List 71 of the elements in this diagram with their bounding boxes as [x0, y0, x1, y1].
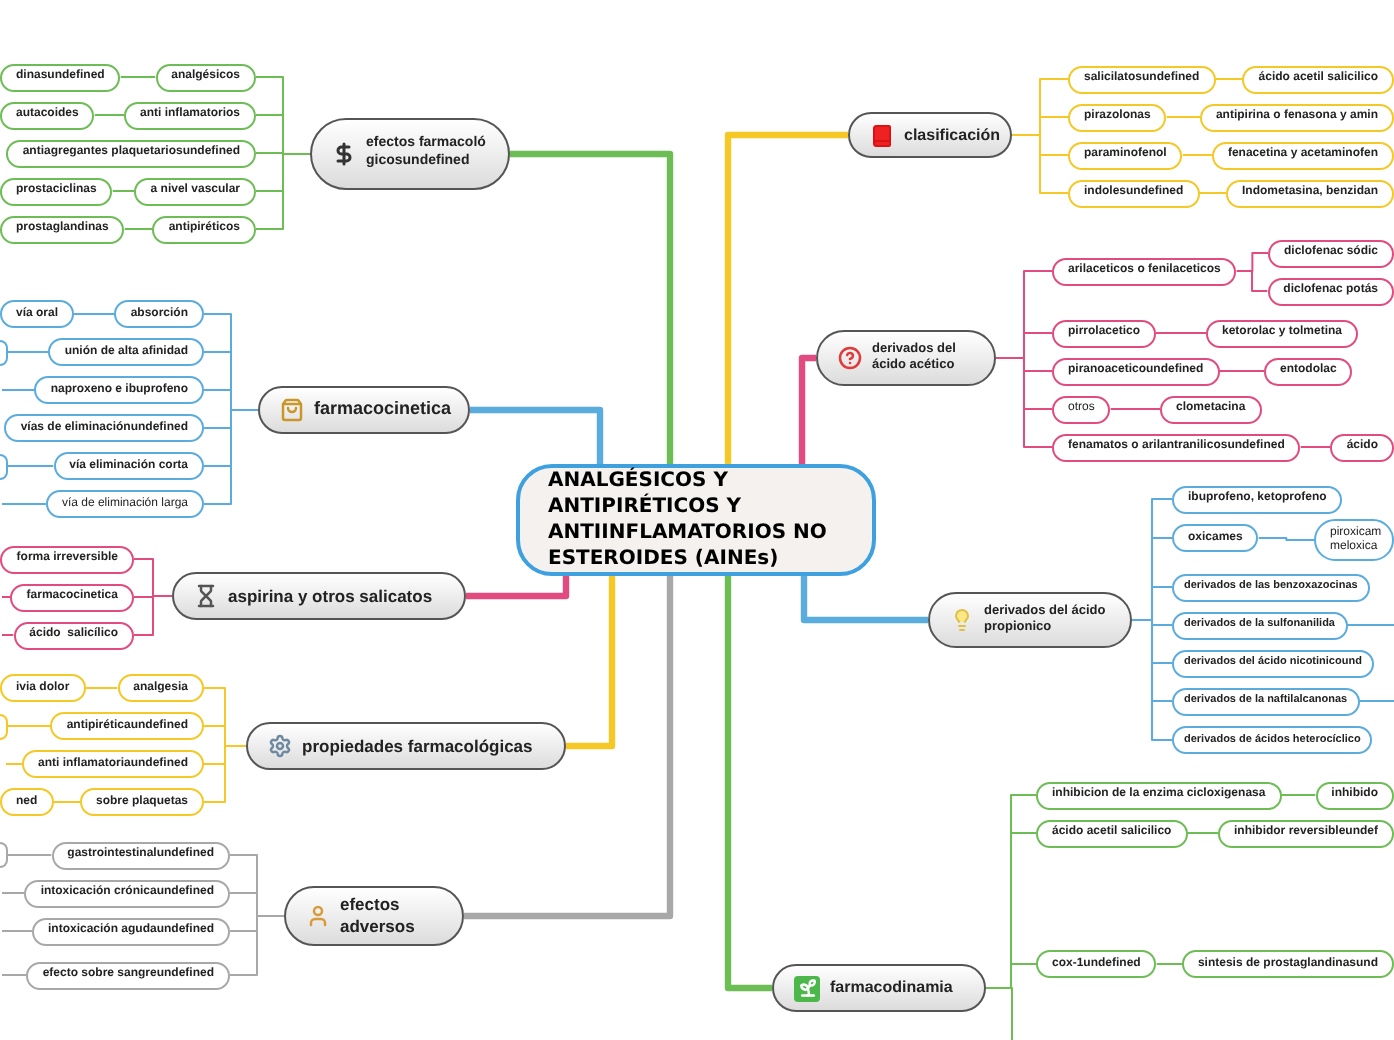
connector-line — [995, 357, 1053, 448]
connector-line — [1257, 537, 1315, 541]
cut-off-box — [0, 453, 8, 479]
connector-line — [7, 351, 50, 353]
branch-topic — [816, 330, 996, 386]
connector-line — [1, 974, 28, 976]
branch-topic — [172, 572, 466, 620]
branch-topic — [772, 964, 986, 1012]
connector-line — [111, 190, 136, 192]
connector-line — [203, 745, 247, 803]
branch-topic — [258, 386, 470, 434]
branch-topic — [848, 112, 1012, 158]
connector-line — [985, 987, 1013, 1040]
branch-topic — [284, 886, 464, 946]
topic-label: efectos adversos — [340, 894, 417, 938]
connector-line — [7, 465, 55, 467]
branch-topic — [246, 722, 566, 770]
connector-line — [7, 725, 52, 727]
connector-line — [470, 406, 604, 464]
connector-line — [1218, 370, 1265, 372]
connector-line — [800, 576, 928, 624]
connector-line — [1280, 794, 1317, 796]
connector-line — [1011, 134, 1069, 194]
topic-label: farmacodinamia — [830, 978, 953, 998]
connector-line — [724, 576, 772, 992]
connector-line — [123, 228, 154, 230]
connector-line — [724, 131, 848, 464]
cut-off-box — [0, 339, 8, 365]
connector-line — [7, 854, 53, 856]
cut-off-box — [0, 842, 8, 868]
connector-line — [1109, 408, 1161, 410]
connector-line — [1181, 154, 1213, 156]
connector-line — [133, 595, 173, 636]
connector-line — [1214, 78, 1244, 80]
connector-line — [1358, 700, 1394, 702]
central-topic: ANALGÉSICOS Y ANTIPIRÉTICOS Y ANTIINFLAMATORIOS NO ESTEROIDES (AINEs) — [516, 464, 876, 576]
topic-label: propiedades farmacológicas — [302, 735, 533, 757]
topic-label: clasificación — [904, 125, 1001, 145]
connector-line — [464, 576, 674, 920]
connector-line — [1155, 963, 1183, 965]
connector-line — [1, 634, 15, 636]
connector-line — [1165, 116, 1201, 118]
connector-line — [84, 687, 119, 689]
connector-line — [1, 389, 36, 391]
connector-line — [203, 409, 259, 505]
connector-line — [1235, 270, 1269, 292]
topic-label: farmacocinetica — [314, 398, 452, 422]
connector-line — [73, 313, 116, 315]
connector-line — [1, 596, 12, 598]
connector-line — [52, 801, 81, 803]
connector-line — [510, 150, 674, 464]
connector-line — [1346, 624, 1394, 626]
connector-line — [119, 76, 157, 78]
connector-line — [1299, 446, 1332, 448]
connector-line — [1, 503, 47, 505]
branch-topic — [928, 592, 1132, 648]
cut-off-box — [0, 713, 8, 739]
connector-line — [255, 153, 311, 230]
topic-label: aspirina y otros salicatos — [228, 585, 433, 607]
connector-line — [1, 892, 26, 894]
connector-line — [466, 576, 570, 600]
connector-line — [1, 930, 33, 932]
connector-line — [1198, 192, 1227, 194]
connector-line — [5, 763, 23, 765]
connector-line — [229, 915, 285, 976]
connector-line — [1155, 332, 1207, 334]
connector-line — [566, 576, 616, 750]
connector-line — [798, 354, 816, 464]
connector-line — [1186, 832, 1219, 834]
connector-line — [93, 114, 125, 116]
branch-topic — [310, 118, 510, 190]
